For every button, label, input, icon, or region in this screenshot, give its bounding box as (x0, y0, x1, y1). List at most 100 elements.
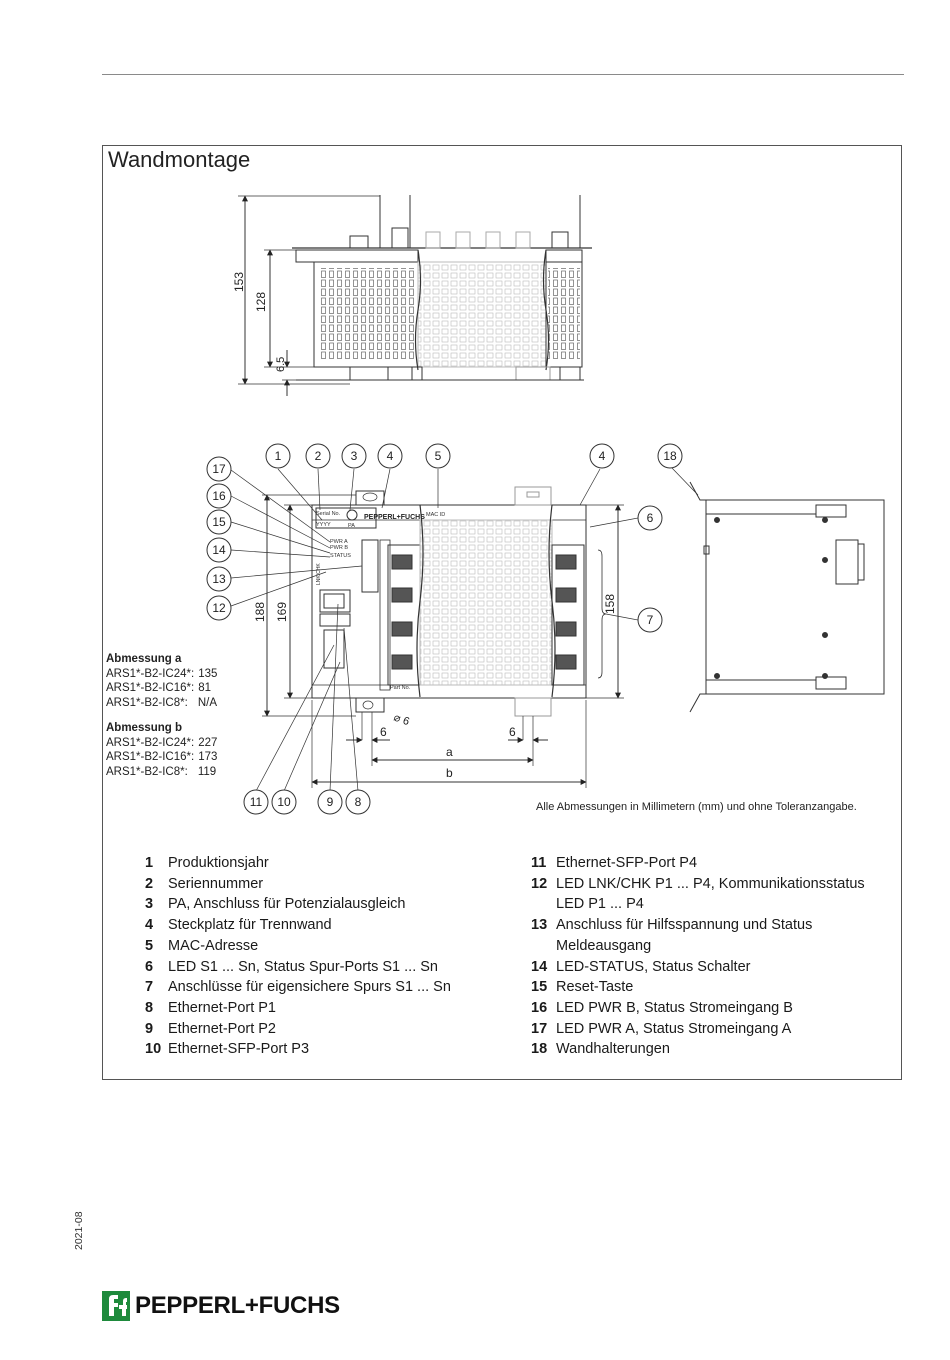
legend-item: 11 Ethernet-SFP-Port P4 (531, 853, 891, 874)
dim-a: a (446, 745, 453, 759)
logo-mark-icon (102, 1291, 130, 1321)
callout-15: 15 (212, 515, 226, 529)
callout-4: 4 (387, 449, 394, 463)
legend-item: 18 Wandhalterungen (531, 1039, 891, 1060)
dim-6-5: 6.5 (275, 357, 287, 372)
callout-2-circle (305, 443, 331, 469)
callout-8-circle (345, 789, 371, 815)
legend-num: 11 (531, 855, 547, 871)
legend-num: 6 (145, 958, 154, 975)
legend-item: 2 Seriennummer (145, 874, 505, 895)
dim-model: ARS1*-B2-IC16*: (106, 751, 195, 763)
callout-13-circle (206, 566, 232, 592)
callout-18-circle (657, 443, 683, 469)
callout-14: 14 (212, 543, 226, 557)
callout-13: 13 (212, 572, 226, 586)
callout-9: 9 (327, 795, 334, 809)
header-rule (102, 74, 904, 75)
callout-16-circle (206, 483, 232, 509)
dimension-a-row: ARS1*-B2-IC24*:135 (106, 667, 217, 682)
front-view (262, 486, 624, 788)
callout-7-circle (637, 607, 663, 633)
legend-num: 8 (145, 999, 154, 1016)
dim-b: b (446, 766, 453, 780)
callout-11: 11 (250, 795, 263, 809)
legend-num: 3 (145, 896, 154, 913)
callout-6-circle (637, 505, 663, 531)
legend-text: Meldeausgang (556, 937, 652, 954)
issue-date: 2021-08 (73, 1211, 85, 1250)
callout-1: 1 (275, 449, 282, 463)
legend-text: Anschluss für Hilfsspannung und Status (556, 917, 813, 934)
leader-lines (230, 467, 699, 792)
company-logo: PEPPERL+FUCHS (102, 1290, 340, 1322)
legend-num: 4 (145, 917, 154, 934)
label-status: STATUS (330, 553, 351, 559)
dim-model: ARS1*-B2-IC8*: (106, 765, 188, 778)
legend-num: 7 (145, 979, 154, 996)
legend-item: 14 LED-STATUS, Status Schalter (531, 957, 891, 978)
dimension-b-heading: Abmessung b (106, 722, 183, 734)
legend-text: LED-STATUS, Status Schalter (556, 958, 751, 975)
dim-value: 173 (198, 751, 218, 763)
label-serial: Serial No. (316, 511, 341, 517)
callout-4b: 4 (599, 449, 606, 463)
callout-15-circle (206, 509, 232, 535)
legend-num: 10 (145, 1041, 162, 1058)
legend-text: MAC-Adresse (168, 937, 259, 954)
dim-hole: ⌀ 6 (392, 712, 411, 729)
callout-12: 12 (212, 601, 226, 615)
callout-3-circle (341, 443, 367, 469)
callout-5-circle (425, 443, 451, 469)
label-lnk: LNK/CHK (316, 563, 322, 585)
legend-num: 14 (531, 958, 548, 975)
dim-model: ARS1*-B2-IC24*: (106, 667, 195, 680)
callout-11-circle (243, 789, 269, 815)
legend-item: LED P1 ... P4 (531, 894, 891, 915)
callout-17-circle (206, 456, 232, 482)
callout-10-circle (271, 789, 297, 815)
dimension-a-table: Abmessung a ARS1*-B2-IC24*:135 ARS1*-B2-… (106, 652, 217, 710)
dim-6-left: 6 (380, 725, 387, 739)
section-title: Wandmontage (108, 147, 251, 172)
legend-num: 9 (145, 1020, 154, 1037)
tolerance-note: Alle Abmessungen in Millimetern (mm) und… (536, 801, 857, 813)
dimension-a-heading: Abmessung a (106, 653, 182, 665)
dim-model: ARS1*-B2-IC16*: (106, 682, 195, 694)
legend-num: 5 (145, 937, 154, 954)
legend-num: 18 (531, 1041, 548, 1058)
callout-7: 7 (647, 613, 654, 627)
callout-16: 16 (212, 489, 226, 503)
legend-text: Ethernet-SFP-Port P4 (556, 855, 698, 871)
label-pwr-a: PWR A (330, 539, 348, 545)
dim-158: 158 (603, 594, 617, 614)
legend-text: LED S1 ... Sn, Status Spur-Ports S1 ... … (168, 958, 438, 975)
callout-4b-circle (589, 443, 615, 469)
legend-text: Seriennummer (168, 875, 264, 892)
callout-18: 18 (663, 449, 677, 463)
legend-text: Wandhalterungen (556, 1041, 670, 1058)
dim-value: 119 (197, 765, 217, 778)
callout-2: 2 (315, 449, 322, 463)
callout-3: 3 (351, 449, 358, 463)
callout-17: 17 (212, 462, 226, 476)
dimension-b-row: ARS1*-B2-IC16*:173 (106, 750, 217, 765)
legend-text: Produktionsjahr (168, 855, 269, 871)
legend-num: 1 (145, 855, 154, 871)
legend-text: LED PWR A, Status Stromeingang A (556, 1020, 792, 1037)
dimension-b-row: ARS1*-B2-IC24*:227 (106, 736, 217, 751)
legend-num: 2 (145, 875, 154, 892)
legend-text: LED LNK/CHK P1 ... P4, Kommunikationssta… (556, 875, 865, 892)
label-pwr-b: PWR B (330, 545, 348, 551)
figure-frame (102, 145, 902, 1080)
callout-circles (206, 443, 683, 815)
